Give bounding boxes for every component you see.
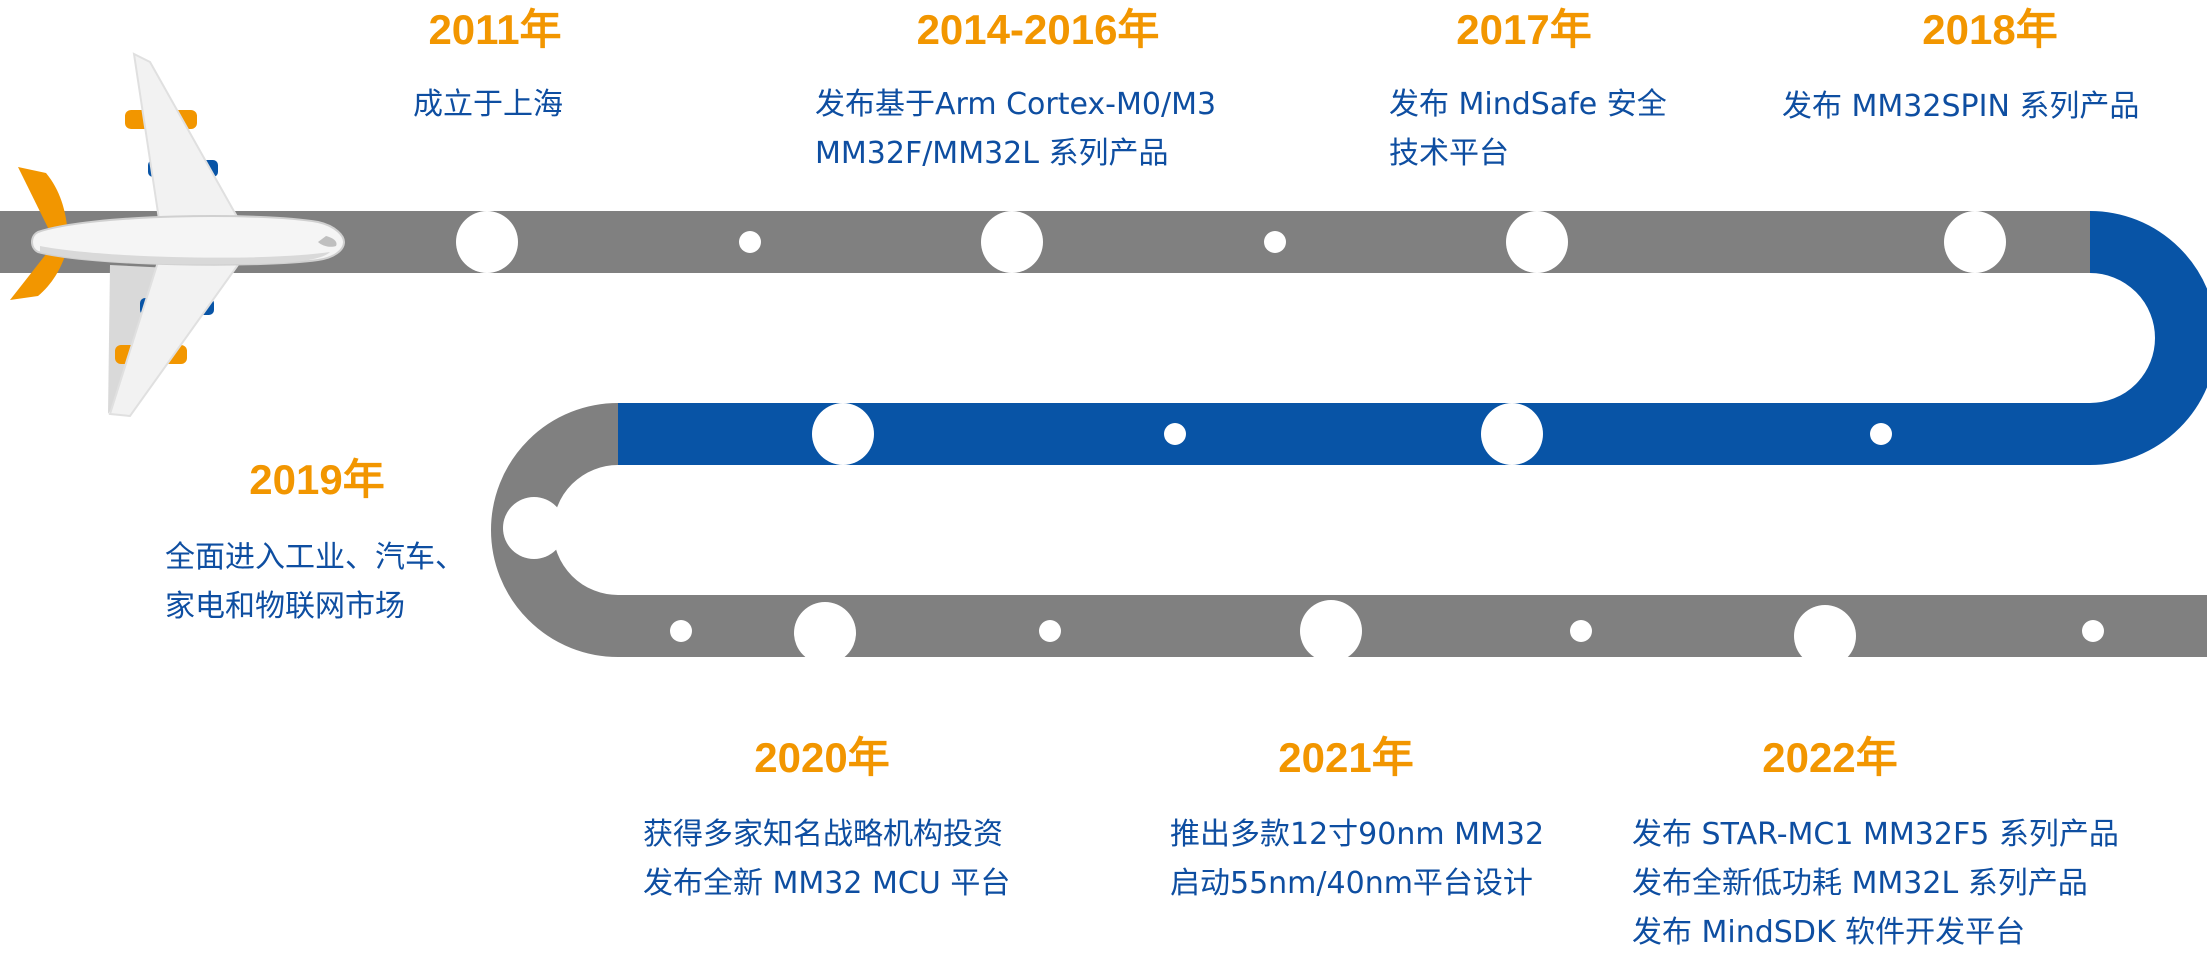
nodes bbox=[456, 211, 2104, 667]
node-2022 bbox=[1794, 605, 1856, 667]
milestone-description: 发布 MM32SPIN 系列产品 bbox=[1782, 82, 2139, 131]
description-line: 获得多家知名战略机构投资 bbox=[643, 817, 1003, 852]
node-2018 bbox=[1944, 211, 2006, 273]
airplane-icon bbox=[10, 52, 346, 418]
description-line: 发布全新 MM32 MCU 平台 bbox=[643, 866, 1011, 901]
road bbox=[0, 211, 2207, 657]
milestone-description: 发布 MindSafe 安全 技术平台 bbox=[1389, 80, 1667, 178]
year-label: 2017年 bbox=[1456, 6, 1592, 53]
node-small bbox=[1570, 620, 1592, 642]
description-line: 发布 MM32SPIN 系列产品 bbox=[1782, 89, 2140, 124]
description-line: 发布全新低功耗 MM32L 系列产品 bbox=[1632, 866, 2088, 901]
node-2019 bbox=[503, 497, 565, 559]
description-line: 发布 MindSDK 软件开发平台 bbox=[1632, 915, 2026, 950]
milestone-description: 全面进入工业、汽车、 家电和物联网市场 bbox=[165, 533, 465, 631]
description-line: 发布 STAR-MC1 MM32F5 系列产品 bbox=[1632, 817, 2119, 852]
year-label: 2022年 bbox=[1762, 734, 1898, 781]
description-line: 技术平台 bbox=[1389, 136, 1509, 171]
description-line: 家电和物联网市场 bbox=[165, 589, 405, 624]
year-label: 2019年 bbox=[249, 456, 385, 503]
node-middle-2 bbox=[1481, 403, 1543, 465]
description-line: MM32F/MM32L 系列产品 bbox=[815, 136, 1169, 171]
node-small bbox=[1039, 620, 1061, 642]
year-label: 2018年 bbox=[1922, 6, 2058, 53]
description-line: 成立于上海 bbox=[413, 87, 563, 122]
year-label: 2014-2016年 bbox=[916, 6, 1160, 53]
milestone-description: 推出多款12寸90nm MM32 启动55nm/40nm平台设计 bbox=[1170, 810, 1544, 908]
node-small bbox=[1264, 231, 1286, 253]
node-small bbox=[739, 231, 761, 253]
node-2017 bbox=[1506, 211, 1568, 273]
node-2014-2016 bbox=[981, 211, 1043, 273]
node-middle-1 bbox=[812, 403, 874, 465]
description-line: 发布基于Arm Cortex-M0/M3 bbox=[815, 87, 1217, 122]
node-small bbox=[1164, 423, 1186, 445]
node-small bbox=[1870, 423, 1892, 445]
year-label: 2011年 bbox=[428, 6, 562, 53]
description-line: 推出多款12寸90nm MM32 bbox=[1170, 817, 1545, 852]
description-line: 全面进入工业、汽车、 bbox=[165, 540, 465, 575]
node-2020 bbox=[794, 602, 856, 664]
node-2011 bbox=[456, 211, 518, 273]
milestone-description: 获得多家知名战略机构投资 发布全新 MM32 MCU 平台 bbox=[643, 810, 1010, 908]
description-line: 启动55nm/40nm平台设计 bbox=[1170, 866, 1533, 901]
milestone-description: 发布基于Arm Cortex-M0/M3 MM32F/MM32L 系列产品 bbox=[815, 80, 1216, 178]
year-label: 2020年 bbox=[754, 734, 890, 781]
milestone-description: 发布 STAR-MC1 MM32F5 系列产品 发布全新低功耗 MM32L 系列… bbox=[1632, 810, 2119, 957]
year-label: 2021年 bbox=[1278, 734, 1414, 781]
description-line: 发布 MindSafe 安全 bbox=[1389, 87, 1667, 122]
road-right-curve bbox=[2088, 211, 2207, 465]
milestone-description: 成立于上海 bbox=[413, 80, 563, 129]
node-small bbox=[670, 620, 692, 642]
node-small bbox=[2082, 620, 2104, 642]
node-2021 bbox=[1300, 600, 1362, 662]
